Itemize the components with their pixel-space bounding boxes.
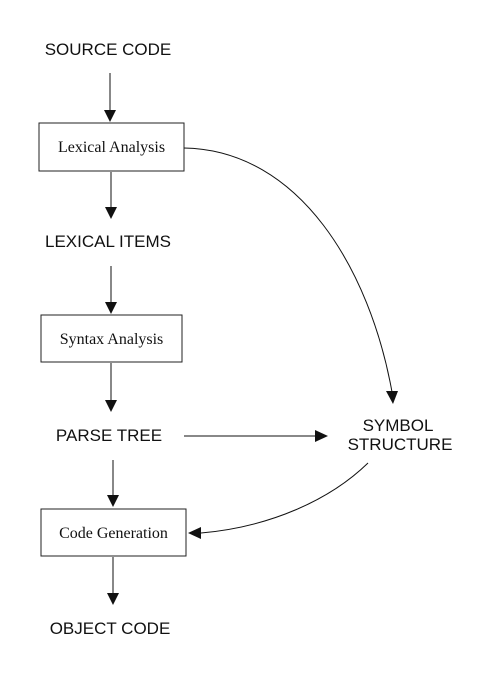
arrowhead-down-icon xyxy=(105,207,117,219)
code-generation-box xyxy=(40,508,187,557)
node-lexical-analysis: Lexical Analysis xyxy=(38,122,185,172)
arrowhead-right-icon xyxy=(315,430,328,442)
arrowhead-left-icon xyxy=(188,527,201,539)
lexical-analysis-label: Lexical Analysis xyxy=(58,139,165,156)
node-source-code: SOURCE CODE xyxy=(45,40,172,59)
edge-lexical-to-symbol xyxy=(183,147,393,393)
arrowhead-down-icon xyxy=(104,110,116,122)
node-object-code: OBJECT CODE xyxy=(50,619,171,638)
syntax-analysis-box xyxy=(40,314,183,363)
lexical-analysis-box xyxy=(38,122,185,172)
code-generation-label: Code Generation xyxy=(59,525,168,542)
arrowhead-down-icon xyxy=(107,593,119,605)
node-code-generation: Code Generation xyxy=(40,508,187,557)
arrowhead-down-icon xyxy=(386,391,398,404)
arrowhead-down-icon xyxy=(105,302,117,314)
arrowhead-down-icon xyxy=(105,400,117,412)
arrowhead-down-icon xyxy=(107,495,119,507)
syntax-analysis-label: Syntax Analysis xyxy=(60,331,164,348)
node-syntax-analysis: Syntax Analysis xyxy=(40,314,183,363)
arrowheads xyxy=(104,110,398,605)
symbol-structure-line1: SYMBOL xyxy=(363,416,434,435)
symbol-structure-line2: STRUCTURE xyxy=(348,435,453,454)
edges xyxy=(109,73,393,593)
node-symbol-structure: SYMBOL STRUCTURE xyxy=(348,416,453,454)
node-parse-tree: PARSE TREE xyxy=(56,426,162,445)
node-lexical-items: LEXICAL ITEMS xyxy=(45,232,171,251)
edge-symbol-to-codegen xyxy=(200,462,369,534)
